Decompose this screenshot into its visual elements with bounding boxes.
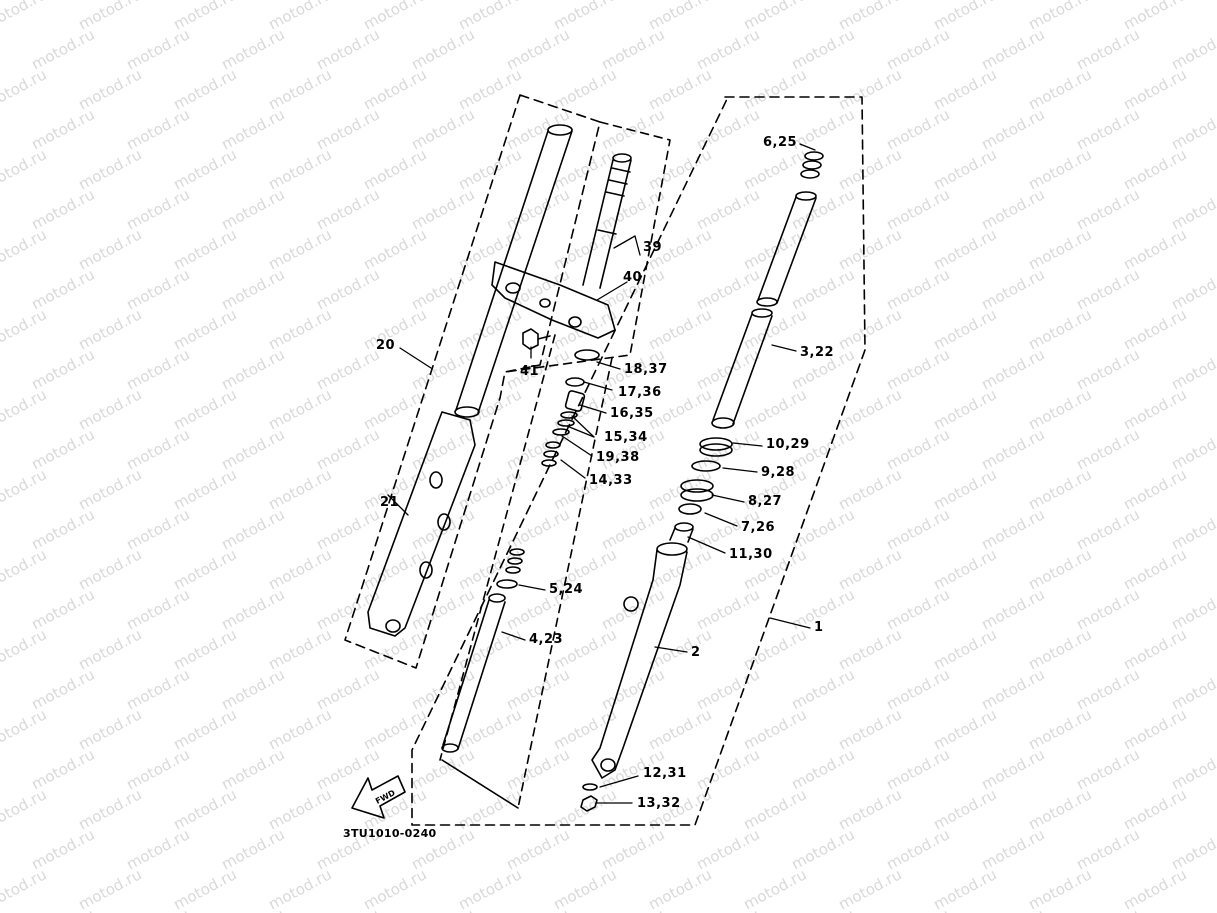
callout-7-26: 7,26 bbox=[741, 520, 776, 535]
damper-group-boundary bbox=[439, 334, 556, 761]
steering-stem bbox=[582, 153, 632, 289]
inner-tube-left bbox=[454, 124, 573, 418]
callout-4-23: 4,23 bbox=[529, 632, 564, 647]
callout-21: 21 bbox=[380, 495, 400, 510]
callout-41: 41 bbox=[520, 364, 540, 379]
callout-1: 1 bbox=[814, 620, 824, 635]
callout-10-29: 10,29 bbox=[766, 437, 810, 452]
fwd-arrow-icon bbox=[351, 775, 406, 819]
pinch-bolt bbox=[522, 328, 551, 350]
right-fork-group-boundary bbox=[411, 96, 866, 826]
callout-16-35: 16,35 bbox=[610, 406, 654, 421]
callout-13-32: 13,32 bbox=[637, 796, 681, 811]
callout-18-37: 18,37 bbox=[624, 362, 668, 377]
left-fork-group-boundary bbox=[344, 94, 601, 669]
callout-5-24: 5,24 bbox=[549, 582, 584, 597]
callout-8-27: 8,27 bbox=[748, 494, 783, 509]
callout-3-22: 3,22 bbox=[800, 345, 835, 360]
callout-12-31: 12,31 bbox=[643, 766, 687, 781]
watermark-text: motod.ru bbox=[1215, 0, 1217, 34]
outer-tube-left bbox=[367, 411, 476, 637]
drawing-code: 3TU1010-0240 bbox=[343, 827, 437, 840]
damper-group-boundary-right bbox=[517, 357, 613, 809]
outer-tube-right bbox=[580, 542, 688, 812]
leader-lines bbox=[387, 143, 816, 804]
right-fork-internal-parts bbox=[669, 151, 824, 543]
callout-20: 20 bbox=[376, 338, 396, 353]
callout-15-34: 15,34 bbox=[604, 430, 648, 445]
under-bracket bbox=[491, 261, 616, 339]
callout-11-30: 11,30 bbox=[729, 547, 773, 562]
callout-40: 40 bbox=[623, 270, 643, 285]
callout-17-36: 17,36 bbox=[618, 385, 662, 400]
callout-6-25: 6,25 bbox=[763, 135, 798, 150]
damper-group-boundary-bottom bbox=[441, 759, 519, 809]
damper-rod-parts bbox=[441, 349, 600, 753]
callout-2: 2 bbox=[691, 645, 701, 660]
callout-39: 39 bbox=[643, 240, 663, 255]
callout-14-33: 14,33 bbox=[589, 473, 633, 488]
callout-9-28: 9,28 bbox=[761, 465, 796, 480]
callout-19-38: 19,38 bbox=[596, 450, 640, 465]
steering-group-boundary bbox=[504, 121, 671, 373]
